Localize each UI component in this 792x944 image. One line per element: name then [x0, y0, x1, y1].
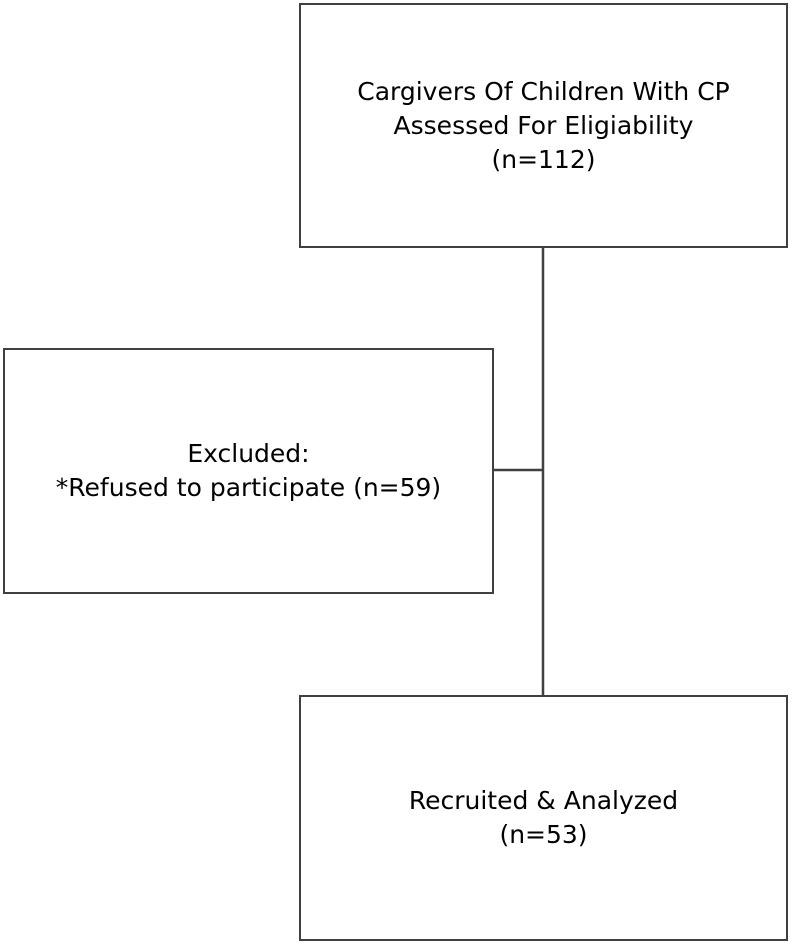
analyzed-box-label: Recruited & Analyzed — [408, 786, 679, 815]
assessed-box-line1: Cargivers Of Children With CP — [357, 76, 730, 106]
assessed-eligibility-box: Cargivers Of Children With CP Assessed F… — [299, 3, 788, 248]
recruited-analyzed-box: Recruited & Analyzed (n=53) — [299, 695, 788, 941]
excluded-box-heading: Excluded: — [187, 439, 310, 468]
analyzed-box-count: (n=53) — [499, 820, 588, 849]
excluded-box-reason: *Refused to participate (n=59) — [55, 473, 442, 502]
assessed-box-line2: Assessed For Eligiability — [393, 110, 694, 140]
excluded-box: Excluded: *Refused to participate (n=59) — [3, 348, 494, 594]
assessed-box-count: (n=112) — [491, 144, 596, 174]
